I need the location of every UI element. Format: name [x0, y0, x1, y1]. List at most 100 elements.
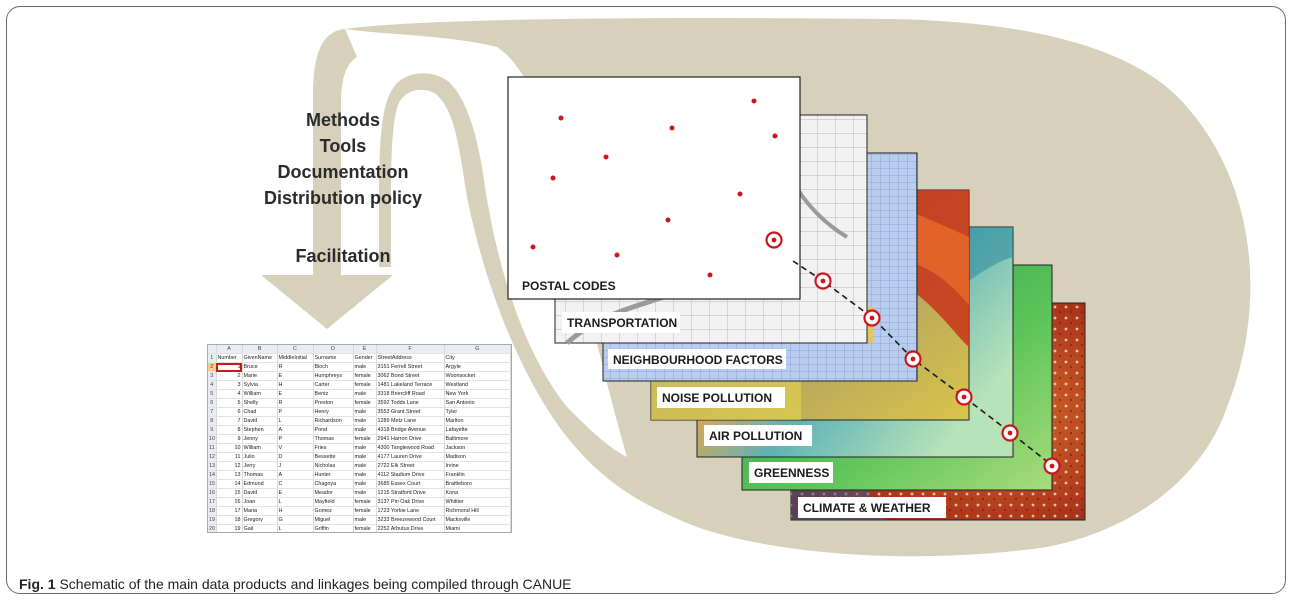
table-cell: 1289 Metz Lane — [376, 416, 445, 426]
table-cell: P — [277, 407, 314, 417]
table-cell: female — [353, 398, 377, 408]
layer-postal-codes — [507, 76, 801, 300]
row-number: 18 — [208, 506, 217, 516]
target-marker — [765, 231, 783, 249]
table-cell: 14 — [216, 479, 243, 489]
table-cell: male — [353, 443, 377, 453]
table-cell: 4300 Tanglewood Road — [376, 443, 445, 453]
table-cell: female — [353, 497, 377, 507]
table-cell: R — [277, 398, 314, 408]
table-cell: E — [277, 488, 314, 498]
table-cell: Bentz — [313, 389, 354, 399]
table-cell: 2 — [216, 371, 243, 381]
table-cell: male — [353, 389, 377, 399]
table-cell: 12 — [216, 461, 243, 471]
column-letter: B — [242, 345, 278, 354]
table-cell: Bessette — [313, 452, 354, 462]
table-cell: 9 — [216, 434, 243, 444]
table-cell: A — [277, 425, 314, 435]
column-letter: C — [277, 345, 314, 354]
postal-dot — [669, 125, 675, 131]
header-cell: City — [444, 353, 511, 363]
caption-label: Fig. 1 — [19, 576, 56, 592]
row-number: 4 — [208, 380, 217, 390]
table-cell: Pond — [313, 425, 354, 435]
postal-dot — [772, 133, 778, 139]
table-cell: Mayfield — [313, 497, 354, 507]
table-cell: Baltimore — [444, 434, 511, 444]
table-cell: Julio — [242, 452, 278, 462]
table-cell: 8 — [216, 425, 243, 435]
table-cell: 3137 Pin Oak Drive — [376, 497, 445, 507]
table-cell: Joan — [242, 497, 278, 507]
table-cell: R — [277, 362, 314, 372]
table-cell: 3553 Grant Street — [376, 407, 445, 417]
table-cell: E — [277, 389, 314, 399]
table-cell: E — [277, 371, 314, 381]
table-cell: female — [353, 380, 377, 390]
label-transportation: TRANSPORTATION — [567, 316, 677, 330]
postal-dot — [707, 272, 713, 278]
table-cell: Carter — [313, 380, 354, 390]
table-cell: Marie — [242, 371, 278, 381]
table-cell: Miguel — [313, 515, 354, 525]
table-cell: 5 — [216, 398, 243, 408]
figure-caption: Fig. 1 Schematic of the main data produc… — [19, 576, 572, 592]
row-number: 16 — [208, 488, 217, 498]
postal-dot — [558, 115, 564, 121]
table-cell: Whittier — [444, 497, 511, 507]
flow-arrow — [261, 275, 393, 329]
row-number: 20 — [208, 524, 217, 532]
column-letter: G — [444, 345, 511, 354]
concept-methods: Methods — [306, 110, 380, 130]
table-cell: 2722 Elk Street — [376, 461, 445, 471]
table-cell: 3 — [216, 380, 243, 390]
table-cell: Chagoya — [313, 479, 354, 489]
table-cell: William — [242, 389, 278, 399]
target-markers — [765, 231, 1061, 475]
postal-dot — [550, 175, 556, 181]
table-cell: male — [353, 452, 377, 462]
table-cell: P — [277, 434, 314, 444]
table-cell: female — [353, 371, 377, 381]
table-cell: 3592 Todds Lane — [376, 398, 445, 408]
table-cell: 4177 Lauren Drive — [376, 452, 445, 462]
row-number: 14 — [208, 470, 217, 480]
table-cell: Tyler — [444, 407, 511, 417]
table-cell: Nicholas — [313, 461, 354, 471]
table-cell: 2252 Arbutus Drive — [376, 524, 445, 532]
table-cell: Thomas — [313, 434, 354, 444]
header-cell: Surname — [313, 353, 354, 363]
table-cell: Franklin — [444, 470, 511, 480]
row-number: 17 — [208, 497, 217, 507]
table-cell: 15 — [216, 488, 243, 498]
row-number: 13 — [208, 461, 217, 471]
table-cell: Kona — [444, 488, 511, 498]
flow-arrow-shaft — [313, 87, 341, 279]
target-marker — [955, 388, 973, 406]
table-cell: 3151 Ferrell Street — [376, 362, 445, 372]
concept-list: Methods Tools Documentation Distribution… — [243, 107, 443, 269]
table-cell: Miami — [444, 524, 511, 532]
table-cell: Westland — [444, 380, 511, 390]
table-cell: 2941 Harron Drive — [376, 434, 445, 444]
table-cell: 4112 Stadium Drive — [376, 470, 445, 480]
row-number: 10 — [208, 434, 217, 444]
table-cell: William — [242, 443, 278, 453]
label-noise-pollution: NOISE POLLUTION — [662, 391, 772, 405]
figure-frame: POSTAL CODES TRANSPORTATION NEIGHBOURHOO… — [6, 6, 1286, 594]
table-cell: male — [353, 515, 377, 525]
column-letter: F — [376, 345, 445, 354]
postal-dot — [751, 98, 757, 104]
column-letter: A — [216, 345, 243, 354]
